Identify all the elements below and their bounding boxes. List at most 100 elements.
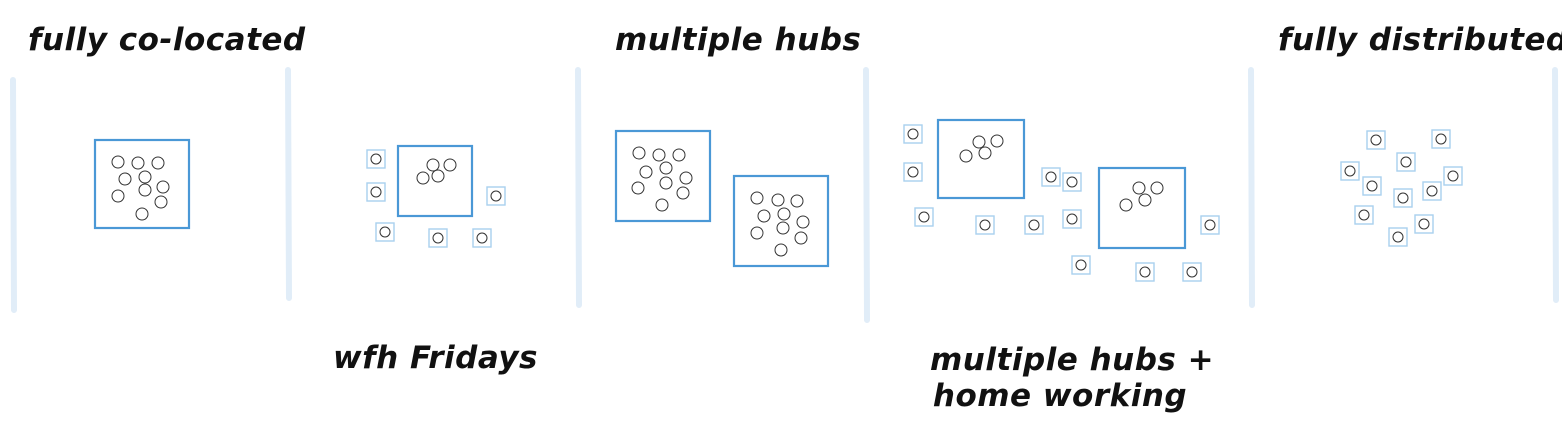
person-icon <box>750 226 764 240</box>
label-line-2: home working <box>932 378 1188 414</box>
person-icon <box>1400 156 1412 168</box>
home-box <box>1362 176 1382 196</box>
office-box <box>396 144 474 218</box>
panel-divider <box>575 67 582 308</box>
home-box <box>1062 209 1082 229</box>
person-icon <box>1397 192 1409 204</box>
person-icon <box>750 191 764 205</box>
person-icon <box>796 215 810 229</box>
person-icon <box>790 194 804 208</box>
panel-divider <box>1552 67 1559 303</box>
person-icon <box>632 146 646 160</box>
home-box <box>428 228 448 248</box>
office-box <box>1097 166 1187 250</box>
person-icon <box>118 172 132 186</box>
person-icon <box>1075 259 1087 271</box>
person-icon <box>757 209 771 223</box>
person-icon <box>370 186 382 198</box>
person-icon <box>979 219 991 231</box>
person-icon <box>1366 180 1378 192</box>
office-box <box>93 138 191 230</box>
person-icon <box>676 186 690 200</box>
person-icon <box>679 171 693 185</box>
person-icon <box>1150 181 1164 195</box>
home-box <box>366 149 386 169</box>
person-icon <box>655 198 669 212</box>
home-box <box>903 162 923 182</box>
person-icon <box>476 232 488 244</box>
person-icon <box>138 170 152 184</box>
person-icon <box>1119 198 1133 212</box>
home-box <box>486 186 506 206</box>
person-icon <box>432 232 444 244</box>
person-icon <box>972 135 986 149</box>
person-icon <box>774 243 788 257</box>
person-icon <box>1028 219 1040 231</box>
person-icon <box>1204 219 1216 231</box>
panel-divider <box>285 67 292 301</box>
person-icon <box>1138 193 1152 207</box>
label-multiple-hubs: multiple hubs <box>615 22 862 58</box>
person-icon <box>1066 213 1078 225</box>
home-box <box>1393 188 1413 208</box>
label-fully-distributed: fully distributed <box>1278 22 1562 58</box>
home-box <box>1340 161 1360 181</box>
person-icon <box>1066 176 1078 188</box>
home-box <box>903 124 923 144</box>
home-box <box>975 215 995 235</box>
home-box <box>1062 172 1082 192</box>
home-box <box>1388 227 1408 247</box>
person-icon <box>1186 266 1198 278</box>
person-icon <box>631 181 645 195</box>
home-box <box>1135 262 1155 282</box>
person-icon <box>443 158 457 172</box>
person-icon <box>959 149 973 163</box>
home-box <box>366 182 386 202</box>
person-icon <box>776 221 790 235</box>
person-icon <box>151 156 165 170</box>
person-icon <box>1392 231 1404 243</box>
person-icon <box>907 166 919 178</box>
person-icon <box>379 226 391 238</box>
person-icon <box>1426 185 1438 197</box>
panel-divider <box>10 77 17 313</box>
person-icon <box>1139 266 1151 278</box>
person-icon <box>771 193 785 207</box>
person-icon <box>1370 134 1382 146</box>
person-icon <box>918 211 930 223</box>
person-icon <box>111 155 125 169</box>
person-icon <box>431 169 445 183</box>
home-box <box>1071 255 1091 275</box>
home-box <box>914 207 934 227</box>
person-icon <box>156 180 170 194</box>
person-icon <box>138 183 152 197</box>
person-icon <box>416 171 430 185</box>
person-icon <box>1358 209 1370 221</box>
person-icon <box>794 231 808 245</box>
office-box <box>936 118 1026 200</box>
person-icon <box>659 176 673 190</box>
label-line-1: multiple hubs + <box>930 342 1215 378</box>
label-multiple-hubs-home-working: multiple hubs + home working <box>930 342 1215 414</box>
person-icon <box>370 153 382 165</box>
home-box <box>375 222 395 242</box>
home-box <box>1366 130 1386 150</box>
home-box <box>1396 152 1416 172</box>
person-icon <box>426 158 440 172</box>
home-box <box>472 228 492 248</box>
panel-divider <box>863 67 870 323</box>
person-icon <box>111 189 125 203</box>
person-icon <box>1132 181 1146 195</box>
home-box <box>1041 167 1061 187</box>
person-icon <box>777 207 791 221</box>
person-icon <box>1435 133 1447 145</box>
person-icon <box>652 148 666 162</box>
label-wfh-fridays: wfh Fridays <box>333 340 538 376</box>
person-icon <box>907 128 919 140</box>
office-box <box>614 129 712 223</box>
person-icon <box>135 207 149 221</box>
home-box <box>1024 215 1044 235</box>
home-box <box>1443 166 1463 186</box>
panel-divider <box>1248 67 1255 308</box>
